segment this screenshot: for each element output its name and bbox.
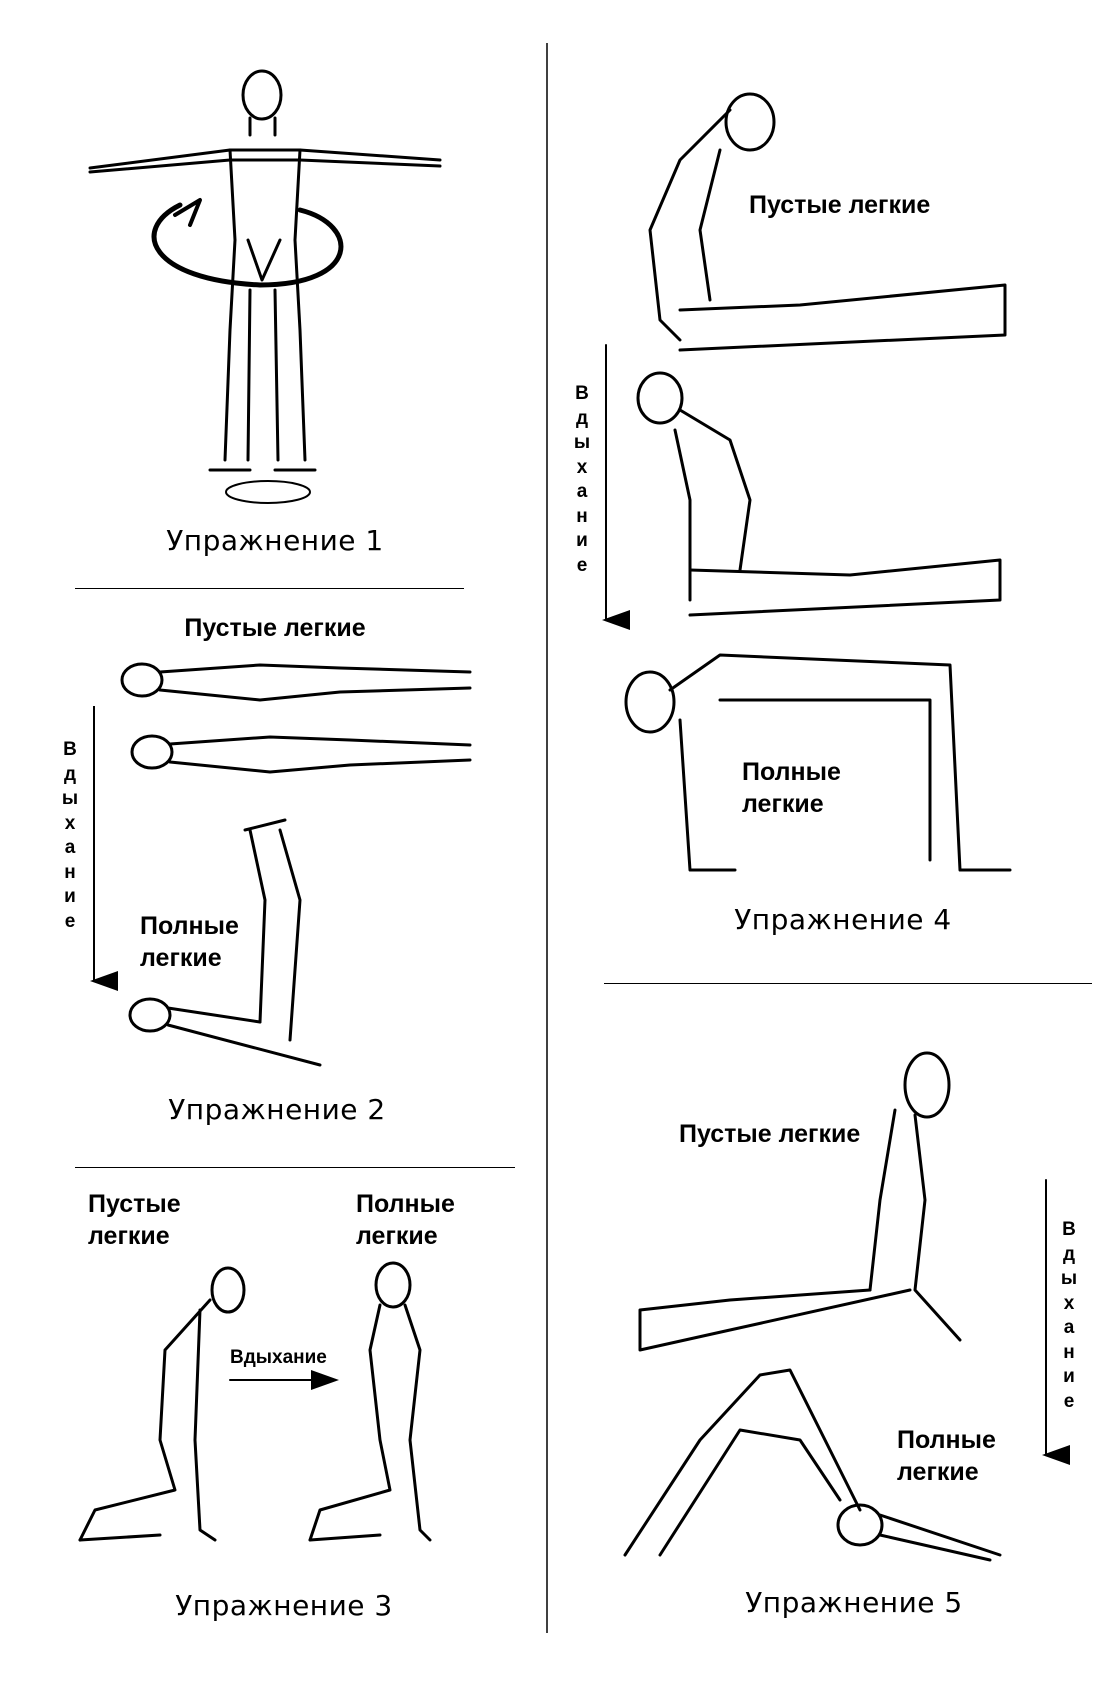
inhale-vertical-label: Вдыхание [61, 739, 79, 932]
divider [75, 588, 464, 589]
empty-lungs-label-1: Пустые [88, 1190, 181, 1218]
divider [75, 1167, 515, 1168]
full-lungs-label-1: Полные [742, 758, 841, 786]
exercise-4-title: Упражнение 4 [734, 903, 952, 936]
full-lungs-label-2: легкие [897, 1458, 979, 1486]
full-lungs-label-1: Полные [897, 1426, 996, 1454]
exercise-1-title: Упражнение 1 [166, 524, 384, 557]
figure-exercise-1 [88, 69, 442, 504]
inhale-label: Вдыхание [230, 1347, 327, 1368]
full-lungs-label-1: Полные [140, 912, 239, 940]
figure-exercise-3 [78, 1261, 432, 1542]
figure-exercise-2 [120, 662, 472, 1067]
empty-lungs-label-2: легкие [88, 1222, 170, 1250]
exercise-3-title: Упражнение 3 [175, 1589, 393, 1622]
figure-exercise-5 [623, 1051, 1070, 1562]
empty-lungs-label: Пустые легкие [749, 191, 931, 219]
full-lungs-label-2: легкие [356, 1222, 438, 1250]
divider [604, 983, 1092, 984]
inhale-vertical-label: Вдыхание [1060, 1219, 1078, 1412]
empty-lungs-label: Пустые легкие [679, 1120, 861, 1148]
full-lungs-label-2: легкие [742, 790, 824, 818]
full-lungs-label-2: легкие [140, 944, 222, 972]
full-lungs-label-1: Полные [356, 1190, 455, 1218]
exercise-2-title: Упражнение 2 [168, 1093, 386, 1126]
figure-exercise-4 [602, 92, 1012, 872]
inhale-vertical-label: Вдыхание [573, 383, 591, 576]
empty-lungs-label: Пустые легкие [184, 614, 366, 642]
exercise-5-title: Упражнение 5 [745, 1586, 963, 1619]
